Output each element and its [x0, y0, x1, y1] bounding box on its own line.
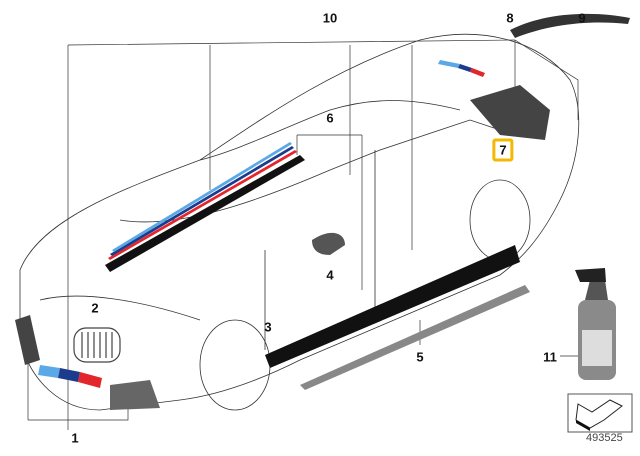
front-grille [73, 327, 121, 363]
callout-2[interactable]: 2 [91, 300, 99, 316]
mirror-cap [312, 232, 345, 255]
callout-3[interactable]: 3 [264, 319, 272, 335]
cleaner-bottle [575, 268, 616, 380]
callout-4[interactable]: 4 [326, 267, 334, 283]
side-skirt [300, 285, 530, 390]
callout-9[interactable]: 9 [578, 10, 586, 26]
direction-icon [567, 393, 633, 433]
rear-diffuser [470, 85, 550, 140]
rear-wheel [469, 179, 531, 261]
callout-11[interactable]: 11 [543, 349, 557, 365]
trunk-stripe [438, 60, 485, 77]
hood-stripe [105, 142, 305, 272]
callout-8[interactable]: 8 [506, 10, 514, 26]
callout-7-highlighted[interactable]: 7 [492, 138, 514, 162]
image-id: 493525 [586, 432, 623, 444]
callout-6[interactable]: 6 [326, 110, 334, 126]
front-stripe [38, 365, 102, 388]
callout-1[interactable]: 1 [71, 430, 79, 446]
callout-10[interactable]: 10 [322, 10, 338, 26]
callout-5[interactable]: 5 [416, 349, 424, 365]
front-wheel [199, 319, 271, 411]
side-sill-decal [265, 245, 520, 368]
leader-lines [27, 39, 579, 430]
rear-spoiler [510, 13, 630, 38]
front-splitter-right [110, 380, 160, 410]
front-splitter-left [15, 315, 40, 365]
